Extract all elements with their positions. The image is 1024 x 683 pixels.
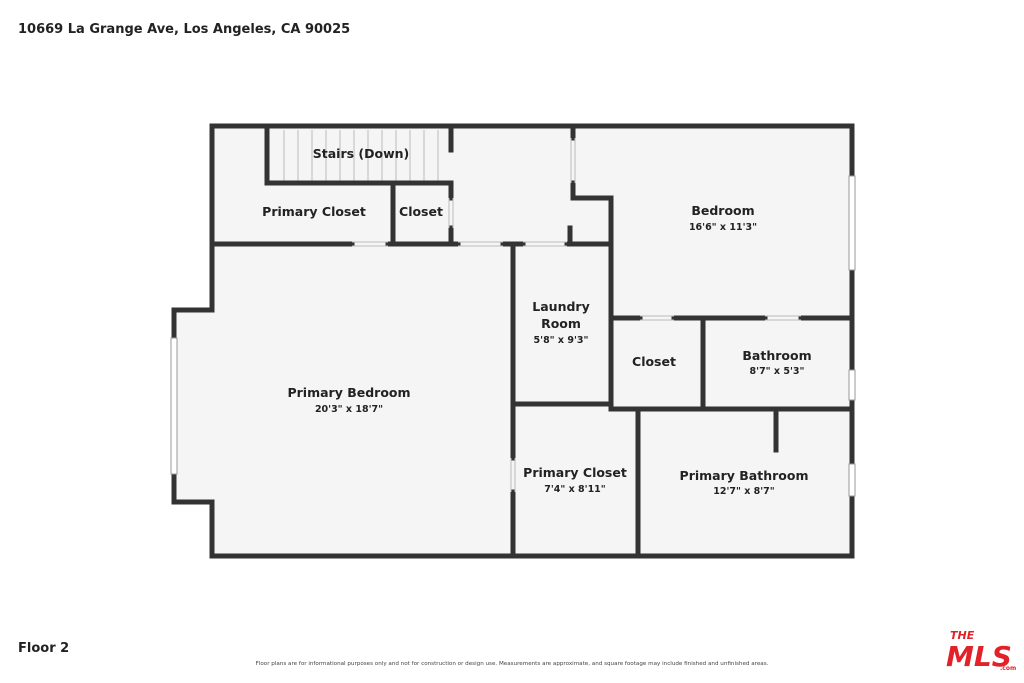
logo-the: THE [950, 629, 975, 642]
room-closet-top-label: Closet [399, 204, 443, 219]
room-bathroom-dims: 8'7" x 5'3" [750, 366, 805, 377]
windows [170, 175, 856, 497]
room-primary-closet-bottom-dims: 7'4" x 8'11" [544, 484, 606, 495]
room-bedroom-dims: 16'6" x 11'3" [689, 222, 757, 233]
room-laundry-label-line1: Laundry [532, 299, 589, 314]
room-primary-closet-bottom-label: Primary Closet [523, 465, 627, 480]
room-bedroom-label: Bedroom [691, 203, 754, 218]
room-primary-bathroom-dims: 12'7" x 8'7" [713, 486, 775, 497]
room-bathroom-label: Bathroom [742, 348, 811, 363]
room-primary-closet-top-label: Primary Closet [262, 204, 366, 219]
room-closet-mid-label: Closet [632, 354, 676, 369]
logo-com: .com [1000, 665, 1016, 672]
mls-logo: THE MLS .com [946, 629, 1016, 672]
room-laundry-label-line2: Room [541, 316, 581, 331]
room-primary-bedroom-dims: 20'3" x 18'7" [315, 404, 383, 415]
room-stairs-label: Stairs (Down) [313, 146, 410, 161]
room-primary-bathroom-label: Primary Bathroom [680, 468, 809, 483]
logo-mls: MLS [946, 640, 1012, 672]
room-laundry-dims: 5'8" x 9'3" [534, 335, 589, 346]
openings [352, 138, 801, 492]
floor-label: Floor 2 [18, 641, 70, 656]
disclaimer-text: Floor plans are for informational purpos… [255, 661, 769, 667]
room-primary-bedroom-label: Primary Bedroom [287, 385, 410, 400]
stair-treads [283, 130, 439, 181]
property-address: 10669 La Grange Ave, Los Angeles, CA 900… [18, 22, 351, 37]
